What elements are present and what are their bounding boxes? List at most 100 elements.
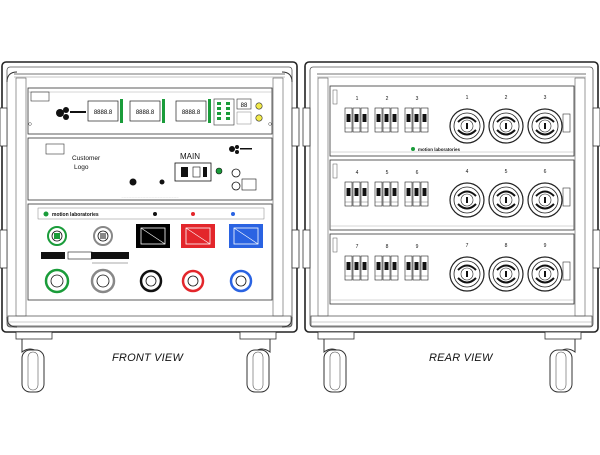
- breaker-toggle: [354, 262, 359, 270]
- outlet-pin: [544, 123, 546, 129]
- breaker-group[interactable]: 4: [344, 170, 369, 207]
- front-caster-left: [15, 331, 53, 393]
- blue-connector-lower[interactable]: [229, 269, 253, 293]
- main-breaker[interactable]: [174, 162, 212, 182]
- outlet-slot: [496, 264, 516, 271]
- breaker-toggle: [392, 114, 397, 122]
- black-panel-module[interactable]: [136, 224, 170, 248]
- outlet-slot: [457, 203, 477, 210]
- breaker-toggle: [376, 262, 381, 270]
- svg-text:..............................: ........................................…: [121, 197, 179, 199]
- outlet-slot: [535, 190, 555, 197]
- outlet-slot: [457, 264, 477, 271]
- breaker-group[interactable]: 8: [374, 244, 399, 281]
- outlet-slot: [535, 264, 555, 271]
- twist-lock-outlet[interactable]: 8: [488, 243, 524, 292]
- outlet-label: 2: [505, 95, 508, 101]
- rear-latch-right-top: [592, 107, 600, 147]
- outlet-pin: [466, 123, 468, 129]
- red-panel-module[interactable]: [181, 224, 215, 248]
- breaker-toggle: [376, 114, 381, 122]
- indicator-light-2: [255, 114, 263, 122]
- mini-display: 88: [236, 98, 252, 125]
- indicator-light-1: [255, 102, 263, 110]
- breaker-toggle: [362, 262, 367, 270]
- digital-meter-3: 8888.8: [175, 99, 211, 123]
- black-connector-lower[interactable]: [139, 269, 163, 293]
- rear-view-caption: REAR VIEW: [429, 352, 493, 364]
- mini-display-readout: 88: [241, 103, 248, 109]
- outlet-slot: [496, 203, 516, 210]
- breaker-toggle: [422, 114, 427, 122]
- breaker-toggle: [346, 188, 351, 196]
- main-panel-tag: [45, 143, 65, 155]
- motion-labs-logo-icon: [56, 107, 86, 120]
- breaker-label: 1: [356, 96, 359, 102]
- customer-logo-line-1: Customer: [72, 155, 101, 162]
- front-latch-left-bottom: [0, 229, 8, 269]
- breaker-group[interactable]: 5: [374, 170, 399, 207]
- breaker-group[interactable]: 7: [344, 244, 369, 281]
- rear-latch-left-bottom: [302, 229, 311, 269]
- breaker-toggle: [346, 114, 351, 122]
- twist-lock-outlet[interactable]: 9: [527, 243, 563, 292]
- digital-meter-2: 8888.8: [129, 99, 165, 123]
- green-socket-upper[interactable]: [47, 226, 67, 246]
- front-latch-right-bottom: [291, 229, 300, 269]
- meter-2-readout: 8888.8: [136, 110, 155, 116]
- breaker-label: 8: [386, 244, 389, 250]
- outlet-slot: [496, 277, 516, 284]
- breaker-group[interactable]: 9: [404, 244, 429, 281]
- rear-panel-tab: [562, 187, 571, 207]
- breaker-label: 4: [356, 170, 359, 176]
- front-caster-right: [239, 331, 277, 393]
- breaker-toggle: [422, 262, 427, 270]
- meter-1-readout: 8888.8: [94, 110, 113, 116]
- rear-banner-dot: [411, 147, 415, 151]
- outlet-label: 1: [466, 95, 469, 101]
- twist-lock-outlet[interactable]: 2: [488, 95, 524, 144]
- level-bargraph: [213, 98, 235, 126]
- grey-connector-lower[interactable]: [90, 268, 116, 294]
- breaker-toggle: [384, 188, 389, 196]
- breaker-group[interactable]: 6: [404, 170, 429, 207]
- main-switch-1[interactable]: [231, 168, 241, 178]
- outlet-slot: [535, 277, 555, 284]
- front-meter-panel: 8888.8 8888.8 8888.8 88: [27, 87, 273, 135]
- breaker-toggle: [422, 188, 427, 196]
- front-main-panel: Customer Logo MAIN .....................…: [27, 137, 273, 201]
- rear-latch-left-top: [302, 107, 311, 147]
- twist-lock-outlet[interactable]: 6: [527, 169, 563, 218]
- main-plate: [241, 178, 257, 191]
- outlet-slot: [535, 129, 555, 136]
- twist-lock-outlet[interactable]: 3: [527, 95, 563, 144]
- twist-lock-outlet[interactable]: 1: [449, 95, 485, 144]
- rear-caster-left: [317, 331, 355, 393]
- main-switch-2[interactable]: [231, 181, 241, 191]
- rear-case-inner: [309, 66, 594, 328]
- blue-panel-module[interactable]: [229, 224, 263, 248]
- meter-tag: [30, 91, 50, 102]
- breaker-group[interactable]: 3: [404, 96, 429, 133]
- red-connector-lower[interactable]: [181, 269, 205, 293]
- twist-lock-outlet[interactable]: 7: [449, 243, 485, 292]
- breaker-group[interactable]: 2: [374, 96, 399, 133]
- breaker-toggle: [354, 188, 359, 196]
- main-knob[interactable]: [129, 178, 137, 186]
- outlet-pin: [505, 123, 507, 129]
- twist-lock-outlet[interactable]: 4: [449, 169, 485, 218]
- grey-socket-upper[interactable]: [93, 226, 113, 246]
- breaker-group[interactable]: 1: [344, 96, 369, 133]
- breaker-toggle: [362, 114, 367, 122]
- twist-lock-outlet[interactable]: 5: [488, 169, 524, 218]
- front-case-inner: [6, 66, 293, 328]
- front-latch-left-top: [0, 107, 8, 147]
- outlet-label: 5: [505, 169, 508, 175]
- green-connector-lower[interactable]: [44, 268, 70, 294]
- rear-banner-text: motion laboratories: [418, 147, 461, 152]
- breaker-toggle: [384, 262, 389, 270]
